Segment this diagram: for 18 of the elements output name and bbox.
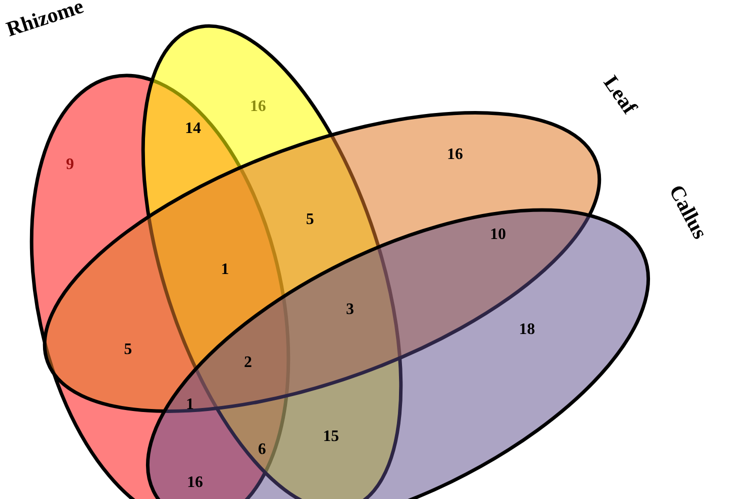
region-count: 5	[124, 341, 132, 359]
region-count: 16	[250, 98, 266, 116]
set-ellipse	[42, 111, 602, 413]
region-count: 14	[185, 120, 201, 138]
region-count: 6	[258, 441, 266, 459]
region-count: 16	[187, 474, 203, 492]
region-count: 16	[447, 146, 463, 164]
region-count: 2	[244, 354, 252, 372]
region-count: 10	[490, 226, 506, 244]
region-count: 9	[66, 156, 74, 174]
region-count: 5	[306, 211, 314, 229]
region-count: 1	[221, 261, 229, 279]
set-label: Rhizome	[3, 0, 87, 42]
region-count: 3	[346, 301, 354, 319]
region-count: 1	[186, 396, 194, 414]
region-count: 18	[519, 321, 535, 339]
set-label: Callus	[664, 180, 712, 244]
region-count: 15	[323, 428, 339, 446]
